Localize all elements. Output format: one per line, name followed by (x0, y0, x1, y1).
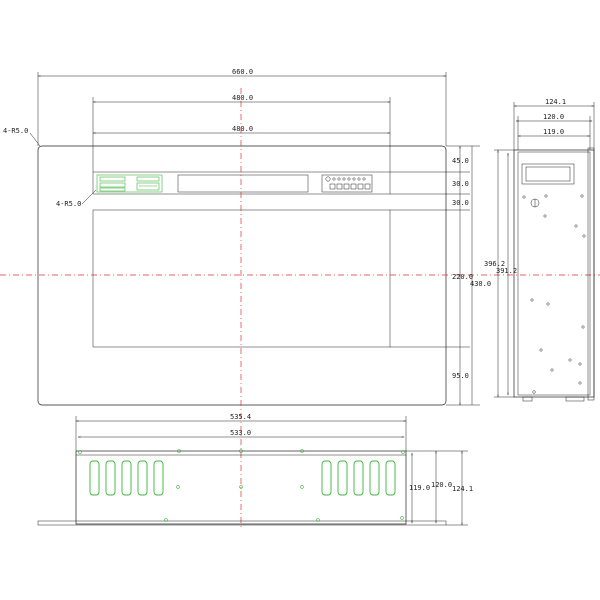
side-inner (517, 151, 591, 396)
bottom-flange (37, 520, 447, 526)
side-outer (513, 149, 595, 398)
front-view: 660.0 480.0 480.0 4-R5.0 4-R5.0 45.0 30.… (0, 68, 600, 530)
display-window (92, 209, 391, 348)
bottom-depth-a: 119.0 (409, 484, 430, 492)
front-outer-frame (37, 145, 447, 406)
dim-gap: 30.0 (452, 199, 469, 207)
bottom-depth-b: 120.0 (431, 481, 452, 489)
outer-radius-note: 4-R5.0 (3, 127, 28, 135)
dim-opening-width: 480.0 (232, 94, 253, 102)
side-width-inner: 119.0 (543, 128, 564, 136)
side-height-outer: 396.2 (484, 260, 505, 268)
center-slot (177, 174, 309, 193)
left-vents (89, 460, 164, 496)
bottom-depth-c: 124.1 (452, 485, 473, 493)
bottom-holes (78, 449, 405, 522)
dim-strip: 30.0 (452, 180, 469, 188)
dim-height: 430.0 (470, 280, 491, 288)
control-strip (92, 171, 391, 195)
dim-top: 45.0 (452, 157, 469, 165)
dim-panel-width: 480.0 (232, 125, 253, 133)
bottom-view: 535.4 533.0 119.0 120.0 124.1 (37, 413, 473, 526)
side-back-plate (587, 147, 595, 401)
left-control-block (96, 174, 163, 193)
side-display-slot (521, 163, 575, 185)
dim-overall-width: 660.0 (232, 68, 253, 76)
inner-radius-note: 4-R5.0 (56, 200, 81, 208)
side-width-mid: 120.0 (543, 113, 564, 121)
keypad (321, 174, 373, 193)
side-height-inner: 391.2 (496, 267, 517, 275)
bottom-width-outer: 535.4 (230, 413, 251, 421)
right-vents (321, 460, 396, 496)
bottom-body (75, 450, 407, 525)
dim-bottom: 95.0 (452, 372, 469, 380)
side-width-outer: 124.1 (545, 98, 566, 106)
side-view: 124.1 120.0 119.0 396.2 391.2 (484, 98, 595, 402)
bottom-width-inner: 533.0 (230, 429, 251, 437)
dim-window: 220.0 (452, 273, 473, 281)
